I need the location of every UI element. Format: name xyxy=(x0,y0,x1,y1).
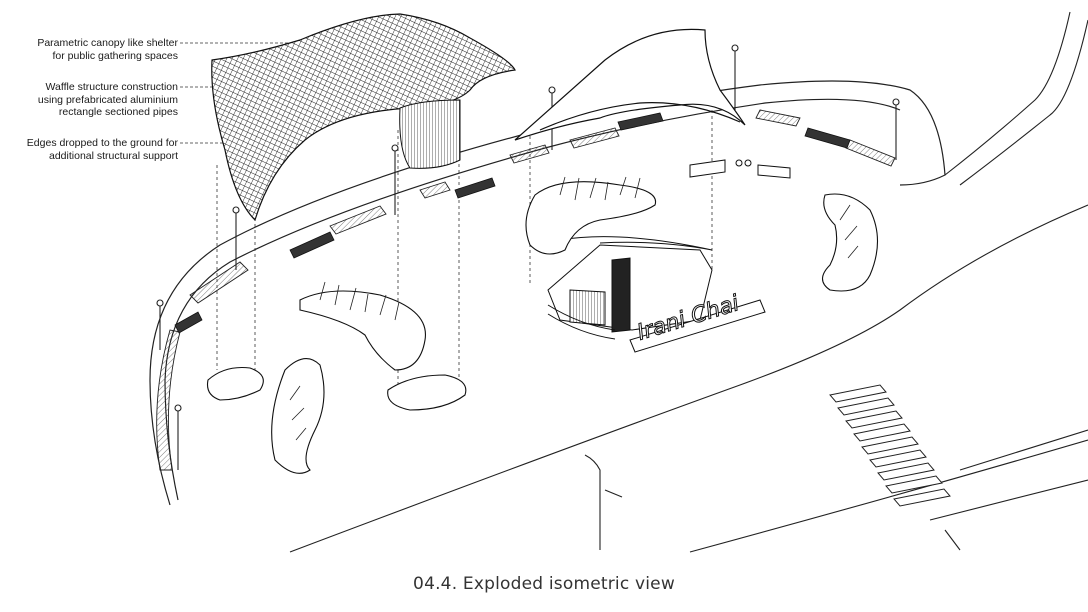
annotation-waffle: Waffle structure construction using pref… xyxy=(8,81,178,119)
road-edge-north xyxy=(289,204,1088,553)
road-edge-south xyxy=(689,439,1088,553)
annotation-text: for public gathering spaces xyxy=(52,49,179,62)
annotation-text: Waffle structure construction xyxy=(45,81,178,93)
annotation-text: Parametric canopy like shelter xyxy=(37,37,178,49)
annotation-text: rectangle sectioned pipes xyxy=(58,106,178,118)
planter-southwest xyxy=(271,358,325,474)
street-lamps xyxy=(156,44,900,550)
annotation-text: Edges dropped to the ground for xyxy=(26,137,178,149)
annotation-text: using prefabricated aluminium xyxy=(37,93,178,106)
planter-center xyxy=(299,290,426,371)
kiosk xyxy=(547,236,713,340)
boundary-benches xyxy=(174,112,851,334)
seat-ring-west xyxy=(206,366,264,401)
road-edge-ne2 xyxy=(959,19,1088,186)
road-edge-east2 xyxy=(929,479,1088,521)
annotation-edges: Edges dropped to the ground for addition… xyxy=(8,137,178,162)
plaza-planters xyxy=(206,181,878,474)
waffle-canopy xyxy=(211,13,516,222)
road-edge-east xyxy=(959,429,1088,471)
curb-corner xyxy=(944,529,961,551)
kiosk-furniture xyxy=(689,159,791,179)
seat-ring-center xyxy=(387,374,467,411)
annotation-canopy: Parametric canopy like shelter for publi… xyxy=(8,37,178,62)
annotation-text: additional structural support xyxy=(49,149,178,162)
figure-caption: 04.4. Exploded isometric view xyxy=(413,574,675,594)
tensile-canopy xyxy=(514,28,746,141)
road-edge-ne xyxy=(944,11,1071,176)
planter-kiosk xyxy=(525,181,657,255)
vegetation xyxy=(289,176,859,441)
road xyxy=(289,11,1088,553)
road-lamp xyxy=(584,454,601,550)
planter-east xyxy=(821,193,878,292)
zebra-crossing xyxy=(829,384,951,507)
